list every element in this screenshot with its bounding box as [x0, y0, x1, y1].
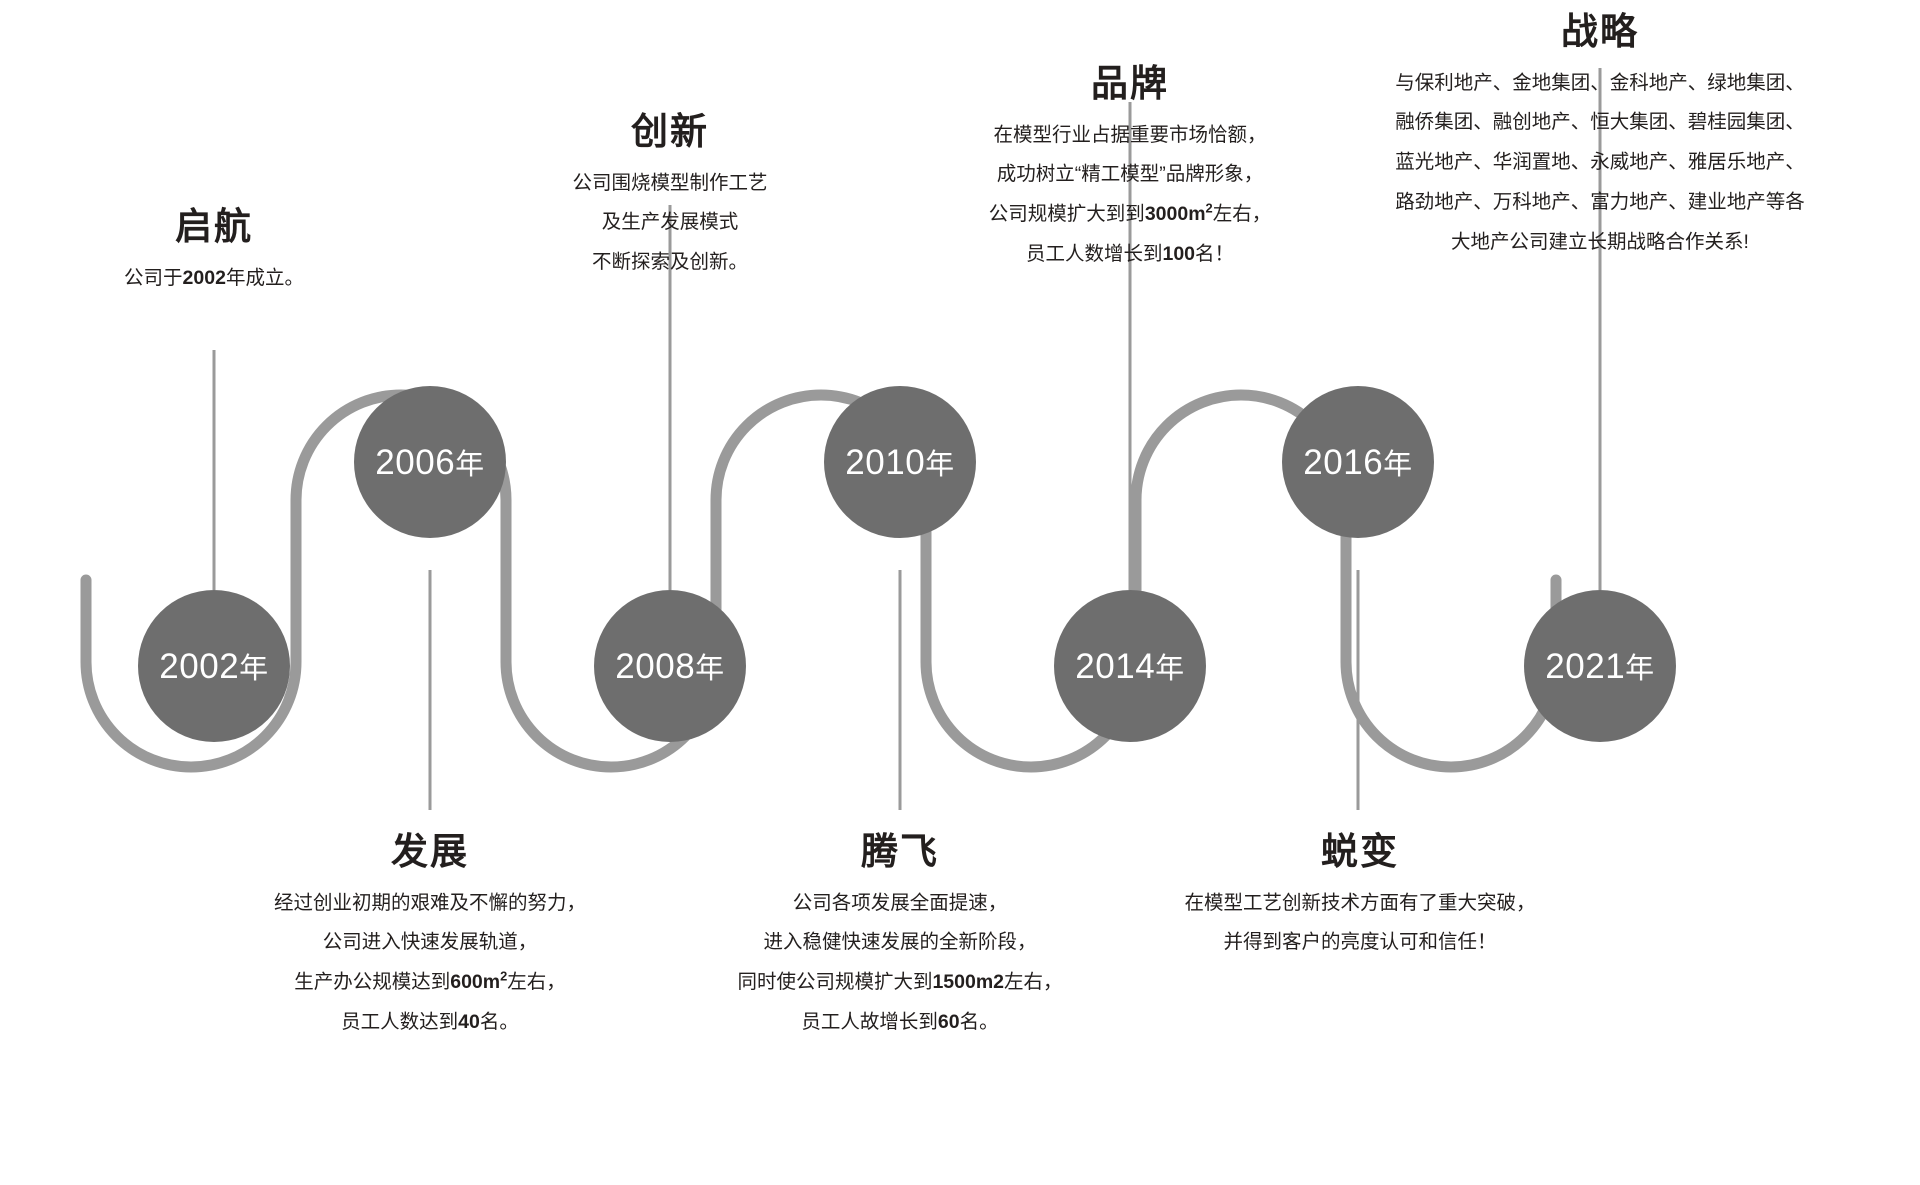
milestone-block-2002: 启航 公司于2002年成立。 — [34, 205, 394, 298]
body-line: 员工人数增长到100名！ — [1025, 242, 1235, 265]
milestone-body-2016: 在模型工艺创新技术方面有了重大突破， 并得到客户的亮度认可和信任！ — [1120, 884, 1600, 964]
milestone-block-2008: 创新 公司围烧模型制作工艺及生产发展模式不断探索及创新。 — [500, 110, 840, 283]
body-line: 公司进入快速发展轨道， — [322, 931, 538, 954]
body-line: 员工人数达到40名。 — [341, 1010, 519, 1033]
milestone-title-2006: 发展 — [391, 831, 469, 872]
body-line: 公司各项发展全面提速， — [792, 891, 1008, 914]
milestone-title-2010: 腾飞 — [861, 831, 939, 872]
year-node-2014[interactable]: 2014年 — [1054, 590, 1206, 742]
body-line: 大地产公司建立长期战略合作关系! — [1451, 230, 1749, 253]
year-node-2021[interactable]: 2021年 — [1524, 590, 1676, 742]
milestone-body-2014: 在模型行业占据重要市场恰额， 成功树立“精工模型”品牌形象， 公司规模扩大到到300… — [920, 116, 1340, 275]
body-line: 及生产发展模式 — [601, 211, 739, 234]
year-node-2008[interactable]: 2008年 — [594, 590, 746, 742]
year-node-2016[interactable]: 2016年 — [1282, 386, 1434, 538]
body-line: 融侨集团、融创地产、恒大集团、碧桂园集团、 — [1395, 111, 1805, 134]
year-node-2002[interactable]: 2002年 — [138, 590, 290, 742]
year-node-2006[interactable]: 2006年 — [354, 386, 506, 538]
body-line: 不断探索及创新。 — [591, 251, 748, 274]
body-line: 同时使公司规模扩大到1500m2左右， — [737, 971, 1063, 994]
body-line: 蓝光地产、华润置地、永威地产、雅居乐地产、 — [1395, 151, 1805, 174]
body-line: 路劲地产、万科地产、富力地产、建业地产等各 — [1395, 190, 1805, 213]
year-label-2021: 2021年 — [1545, 646, 1655, 686]
year-label-2016: 2016年 — [1303, 442, 1413, 482]
body-line: 经过创业初期的艰难及不懈的努力， — [273, 891, 586, 914]
milestone-block-2021: 战略 与保利地产、金地集团、金科地产、绿地集团、融侨集团、融创地产、恒大集团、碧… — [1330, 10, 1870, 262]
milestone-body-2010: 公司各项发展全面提速， 进入稳健快速发展的全新阶段， 同时使公司规模扩大到1500m… — [670, 884, 1130, 1043]
body-line: 进入稳健快速发展的全新阶段， — [763, 931, 1037, 954]
milestone-title-2021: 战略 — [1561, 11, 1639, 52]
body-line: 并得到客户的亮度认可和信任！ — [1223, 931, 1497, 954]
milestone-block-2014: 品牌 在模型行业占据重要市场恰额， 成功树立“精工模型”品牌形象， 公司规模扩大到到… — [920, 62, 1340, 275]
body-line: 公司围烧模型制作工艺 — [572, 171, 768, 194]
milestone-block-2016: 蜕变 在模型工艺创新技术方面有了重大突破， 并得到客户的亮度认可和信任！ — [1120, 830, 1600, 963]
body-line: 成功树立“精工模型”品牌形象， — [996, 163, 1264, 186]
year-label-2002: 2002年 — [159, 646, 269, 686]
body-line: 公司规模扩大到到3000m2左右， — [988, 200, 1272, 226]
milestone-body-2002: 公司于2002年成立。 — [34, 259, 394, 299]
body-line: 公司于2002年成立。 — [124, 266, 304, 289]
year-label-2008: 2008年 — [615, 646, 725, 686]
milestone-body-2021: 与保利地产、金地集团、金科地产、绿地集团、融侨集团、融创地产、恒大集团、碧桂园集… — [1330, 64, 1870, 263]
body-line: 生产办公规模达到600m2左右， — [294, 968, 566, 994]
milestone-title-2014: 品牌 — [1091, 63, 1169, 104]
year-node-2010[interactable]: 2010年 — [824, 386, 976, 538]
body-line: 在模型行业占据重要市场恰额， — [993, 123, 1267, 146]
milestone-block-2010: 腾飞 公司各项发展全面提速， 进入稳健快速发展的全新阶段， 同时使公司规模扩大到15… — [670, 830, 1130, 1043]
milestone-title-2008: 创新 — [631, 111, 709, 152]
body-line: 与保利地产、金地集团、金科地产、绿地集团、 — [1395, 71, 1805, 94]
milestone-body-2006: 经过创业初期的艰难及不懈的努力， 公司进入快速发展轨道， 生产办公规模达到600m2… — [200, 884, 660, 1043]
year-label-2006: 2006年 — [375, 442, 485, 482]
body-line: 员工人故增长到60名。 — [801, 1010, 999, 1033]
milestone-body-2008: 公司围烧模型制作工艺及生产发展模式不断探索及创新。 — [500, 164, 840, 283]
milestone-title-2002: 启航 — [175, 206, 253, 247]
milestone-title-2016: 蜕变 — [1321, 831, 1399, 872]
body-line: 在模型工艺创新技术方面有了重大突破， — [1184, 891, 1536, 914]
year-label-2014: 2014年 — [1075, 646, 1185, 686]
year-label-2010: 2010年 — [845, 442, 955, 482]
milestone-block-2006: 发展 经过创业初期的艰难及不懈的努力， 公司进入快速发展轨道， 生产办公规模达到60… — [200, 830, 660, 1043]
